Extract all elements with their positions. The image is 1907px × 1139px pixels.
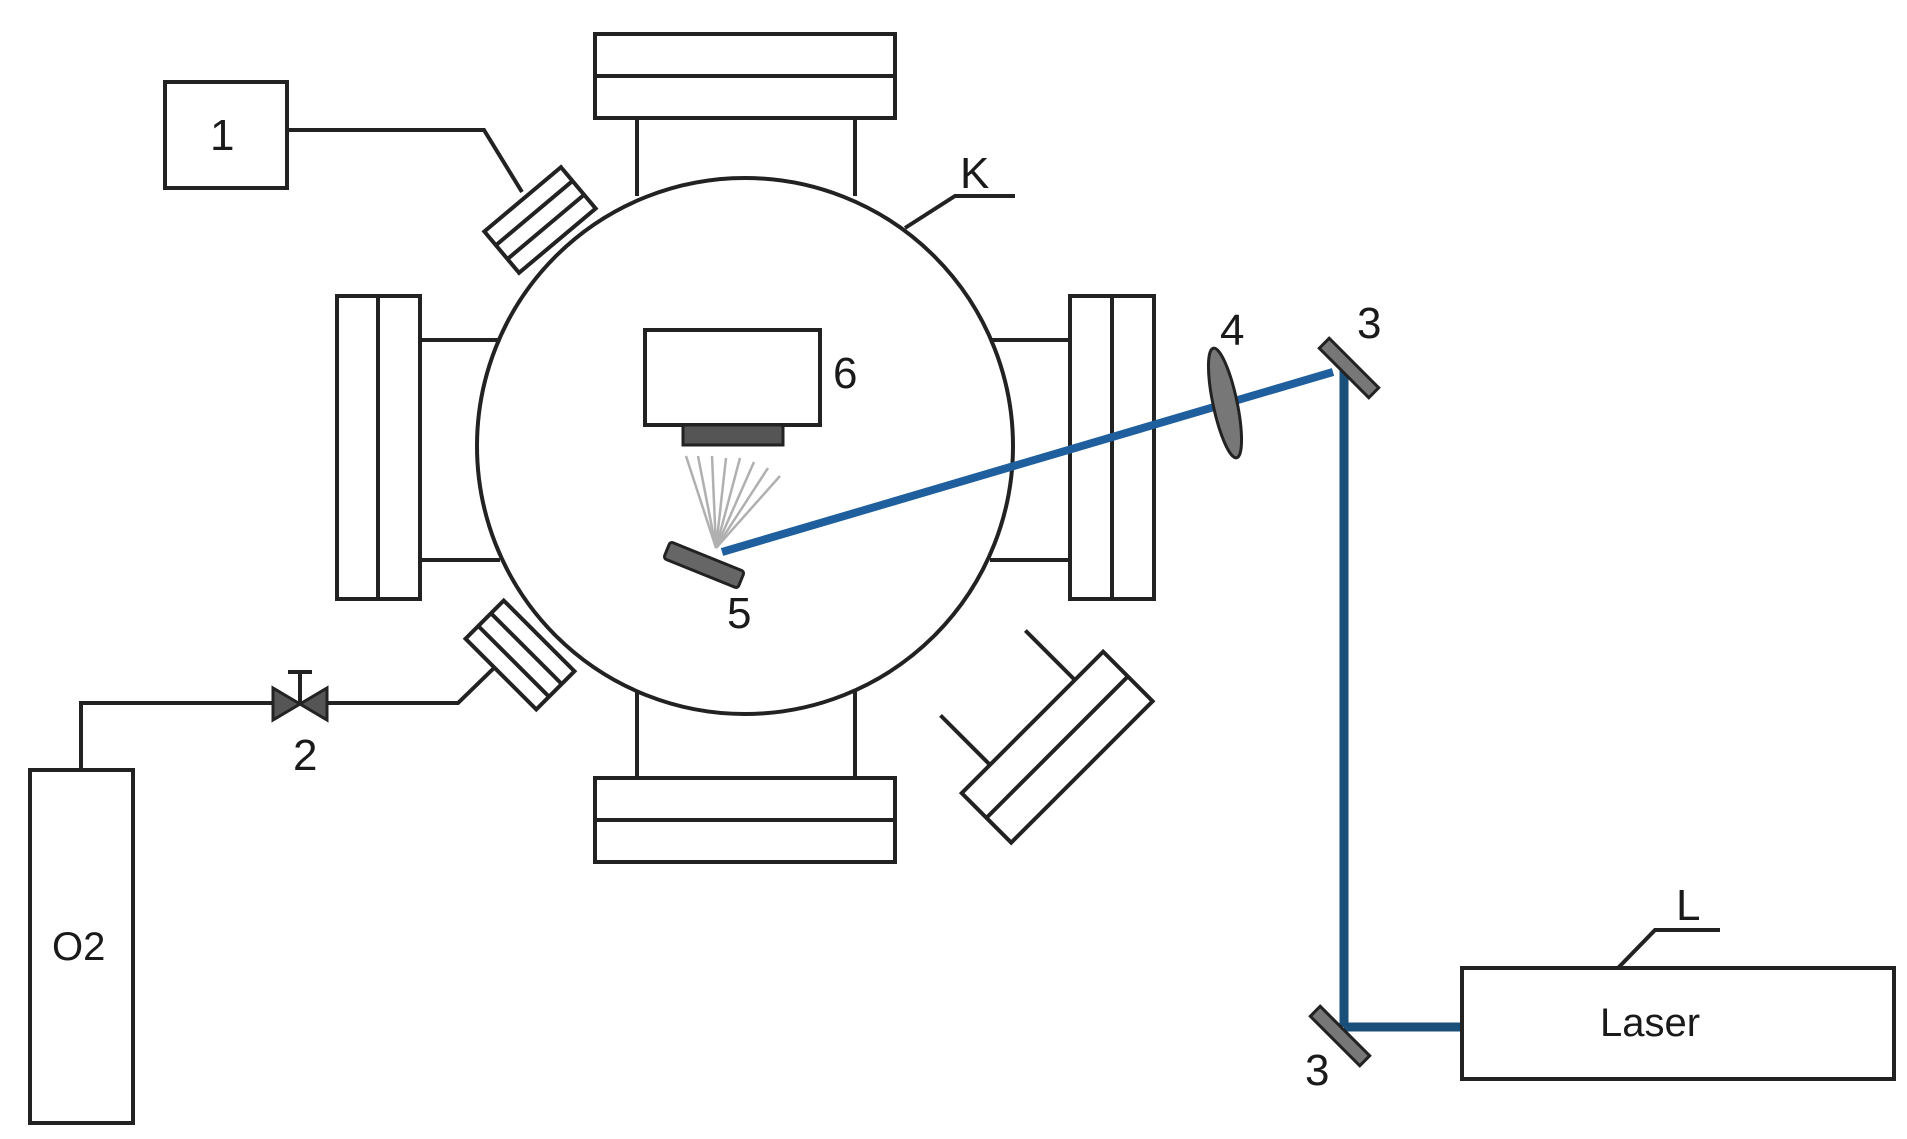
substrate-holder-label: 6 [833, 349, 857, 398]
mirror-bottom: 3 [1305, 1004, 1372, 1095]
plasma-plume [684, 455, 781, 549]
laser-tag: L [1616, 881, 1720, 970]
chamber-tag: K [903, 149, 1015, 230]
oxygen-cylinder-label: O2 [52, 925, 105, 969]
laser-tag-label: L [1676, 881, 1700, 930]
focusing-lens: 4 [1206, 306, 1244, 460]
chamber-label: K [960, 149, 989, 198]
gauge-port-flange [481, 164, 599, 276]
gauge-cable [287, 128, 524, 194]
laser-label: Laser [1600, 1001, 1700, 1045]
lens-label: 4 [1220, 306, 1244, 355]
mirror-top-label: 3 [1357, 299, 1381, 348]
bottom-port-flange [593, 690, 897, 864]
ablation-target: 5 [662, 541, 751, 638]
target-label: 5 [727, 589, 751, 638]
left-port-flange [335, 294, 500, 601]
pressure-gauge: 1 [163, 80, 289, 190]
lower-right-port-flange [939, 629, 1156, 846]
substrate-holder: 6 [643, 328, 857, 447]
gas-valve: 2 [271, 670, 329, 780]
valve-label: 2 [293, 731, 317, 780]
laser-source: Laser [1460, 966, 1896, 1081]
top-port-flange [593, 32, 897, 196]
pressure-gauge-label: 1 [210, 111, 234, 160]
gas-inlet-port-flange [462, 597, 578, 713]
mirror-bottom-label: 3 [1305, 1046, 1329, 1095]
gas-line [79, 666, 496, 770]
mirror-top: 3 [1317, 299, 1381, 400]
oxygen-cylinder: O2 [28, 768, 135, 1125]
